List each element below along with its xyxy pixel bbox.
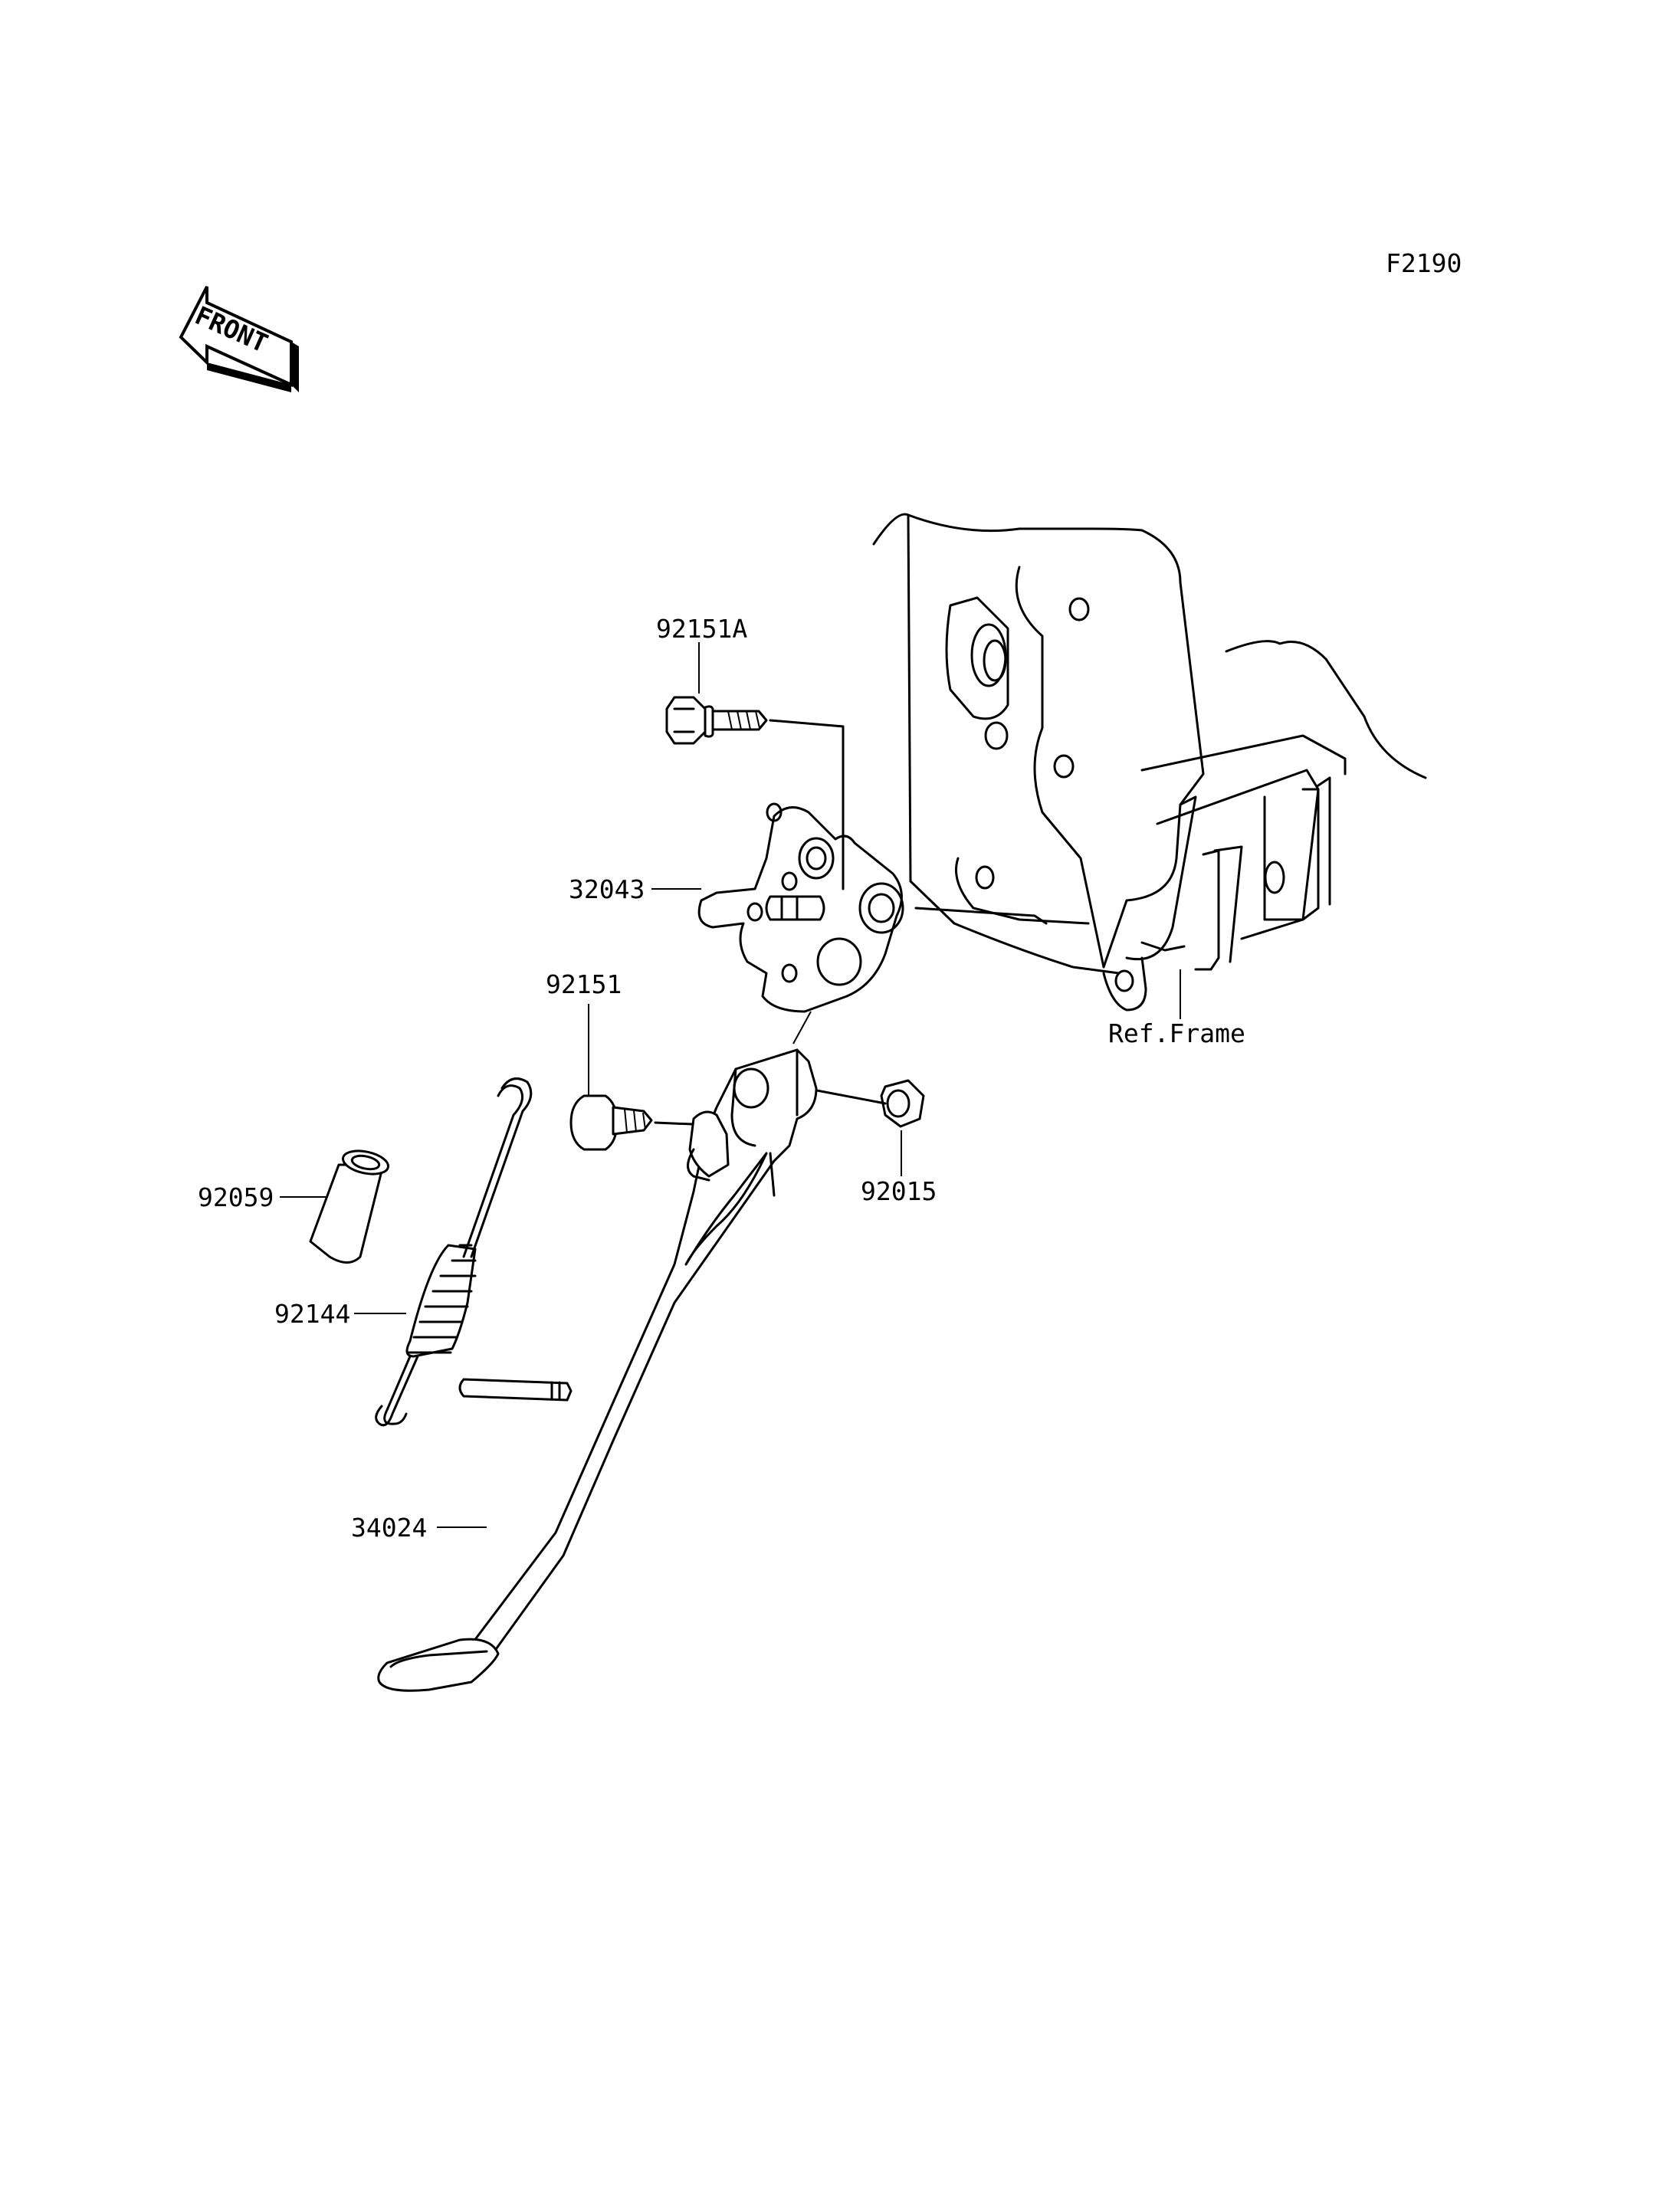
leader-lines (280, 642, 1181, 1528)
flange-bolt-upper (665, 696, 845, 890)
callout-92059: 92059 (198, 1182, 274, 1212)
callout-92151A: 92151A (656, 614, 747, 644)
callout-34024: 34024 (351, 1513, 427, 1543)
stand-pin (458, 1378, 573, 1402)
front-direction-arrow-icon: FRONT (179, 286, 299, 392)
callout-ref-frame: Ref.Frame (1108, 1018, 1245, 1048)
callout-92144: 92144 (274, 1299, 350, 1329)
figure-code: F2190 (1386, 248, 1462, 278)
callout-92151: 92151 (546, 969, 622, 999)
callout-32043: 32043 (569, 874, 645, 904)
collar-sleeve (309, 1149, 389, 1264)
frame-drawing (872, 513, 1427, 1012)
side-stand (377, 1048, 818, 1692)
hex-nut (803, 1079, 925, 1128)
callout-92015: 92015 (861, 1176, 937, 1206)
bracket-plate (697, 802, 1048, 1013)
return-spring (375, 1077, 533, 1427)
